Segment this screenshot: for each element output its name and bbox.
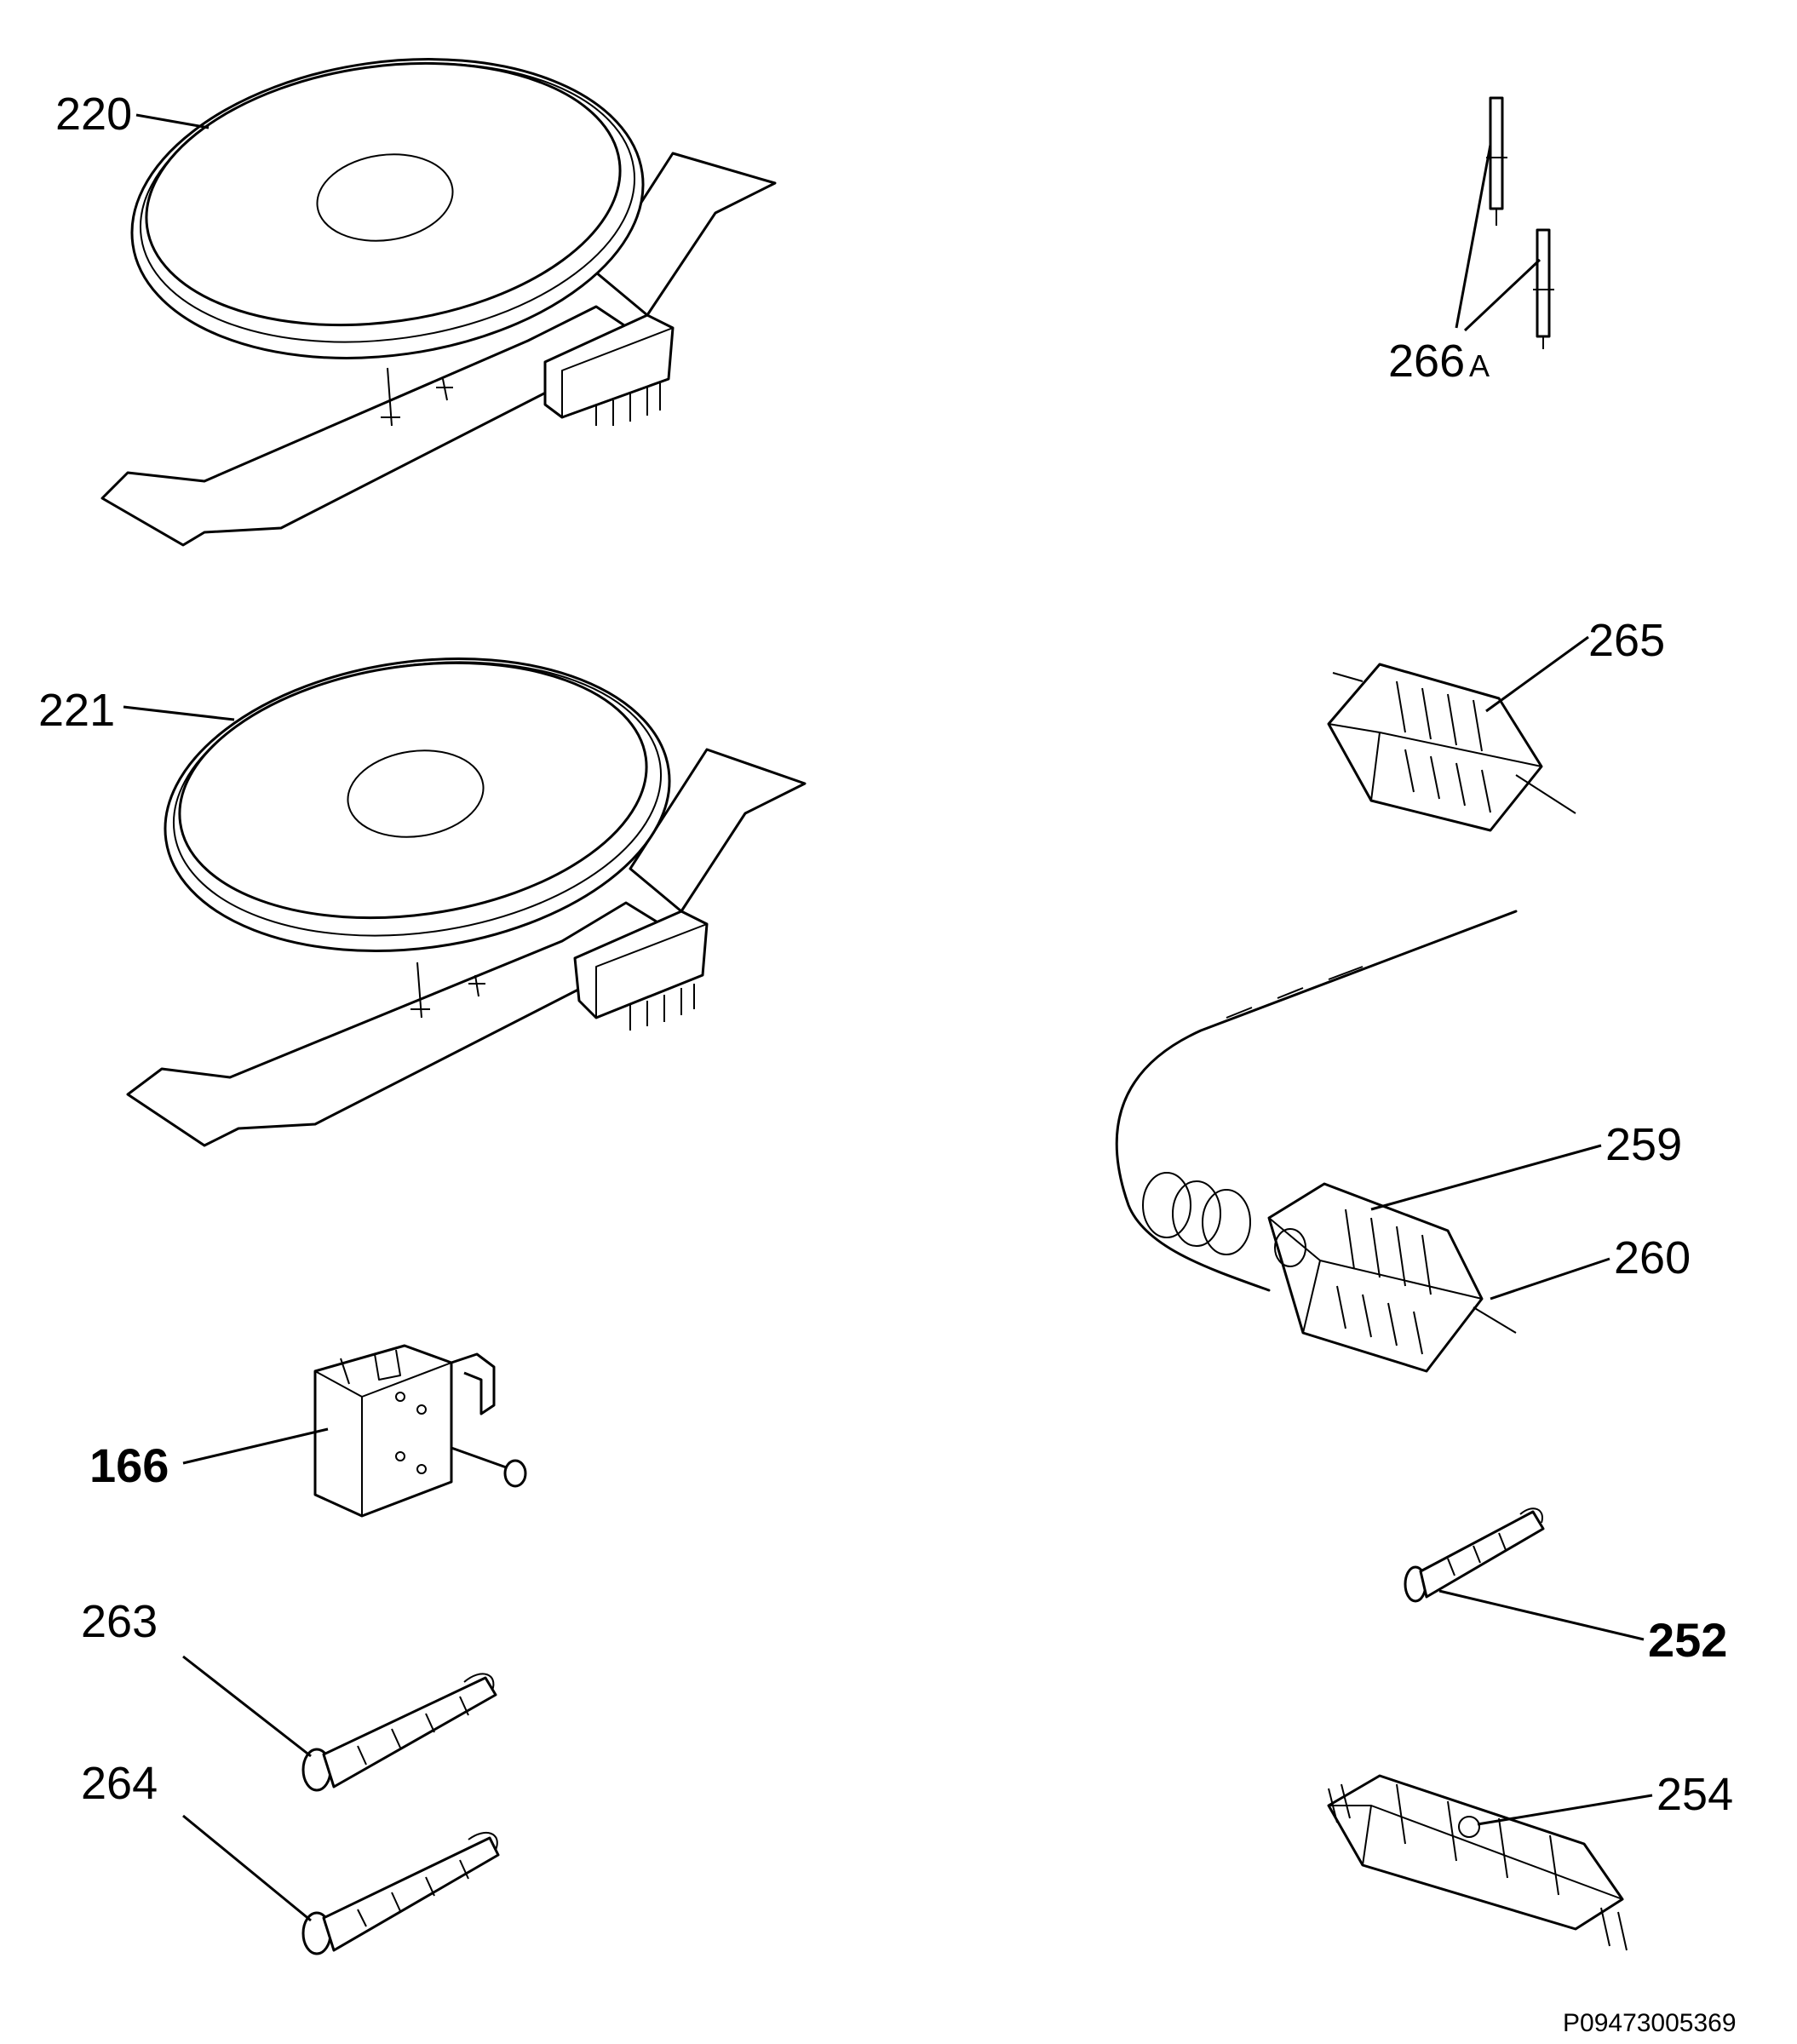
- label-263: 263: [81, 1596, 158, 1647]
- label-220: 220: [55, 89, 132, 140]
- leader-166: [182, 1427, 329, 1465]
- label-265: 265: [1588, 615, 1665, 666]
- switch-254: [1327, 1774, 1628, 1951]
- label-266-suffix: A: [1469, 348, 1490, 383]
- leader-260: [1490, 1257, 1610, 1300]
- leader-221: [123, 705, 235, 721]
- hotplate-220: [100, 58, 777, 547]
- leader-252: [1438, 1589, 1645, 1641]
- label-259: 259: [1605, 1119, 1682, 1170]
- regulator-166: [313, 1344, 527, 1518]
- label-221: 221: [38, 685, 115, 736]
- document-id: P09473005369: [1563, 2009, 1737, 2037]
- shaft-264: [301, 1832, 500, 1955]
- label-260: 260: [1614, 1232, 1691, 1283]
- leader-220: [135, 113, 210, 129]
- label-266: 266: [1388, 336, 1465, 387]
- shaft-263: [301, 1673, 497, 1792]
- hotplate-221: [126, 657, 807, 1147]
- label-166: 166: [89, 1438, 169, 1492]
- switch-265: [1327, 663, 1576, 832]
- leader-266-b: [1463, 258, 1542, 332]
- leader-254: [1477, 1794, 1653, 1826]
- leader-265: [1485, 635, 1589, 713]
- label-252: 252: [1648, 1613, 1727, 1667]
- label-264: 264: [81, 1758, 158, 1809]
- leader-259: [1370, 1144, 1602, 1211]
- lamp-266a: [1486, 96, 1554, 349]
- thermostat-259-260: [1115, 910, 1518, 1373]
- leader-266-a: [1455, 144, 1492, 329]
- leader-263: [182, 1655, 312, 1758]
- shaft-252: [1404, 1507, 1545, 1603]
- leader-264: [182, 1814, 312, 1922]
- label-254: 254: [1656, 1769, 1733, 1820]
